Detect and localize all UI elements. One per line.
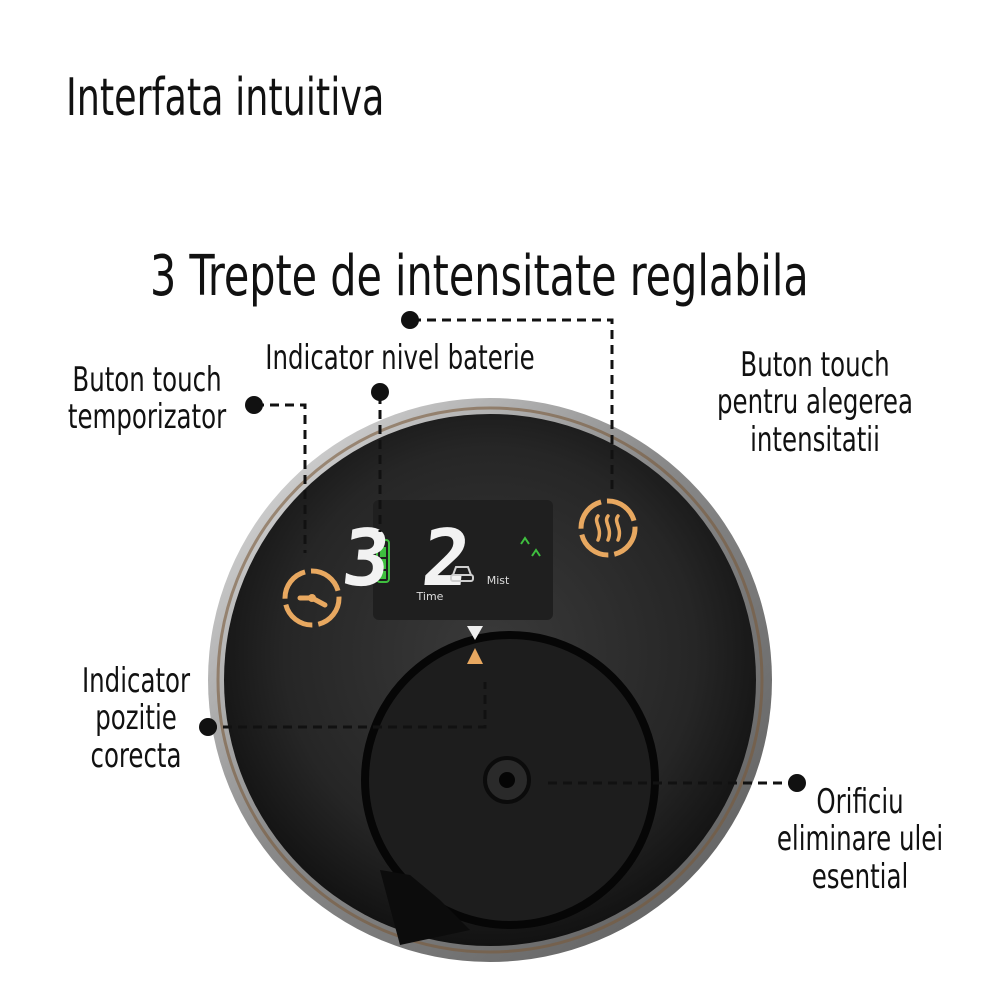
callout-position-line-1: Indicator [81, 661, 191, 701]
mist-level-icon [520, 536, 541, 557]
intensity-heading: 3 Trepte de intensitate reglabila [150, 244, 809, 309]
callout-intensity-line-3: intensitatii [750, 419, 880, 460]
callout-timer-line-2: temporizator [67, 397, 227, 438]
callout-battery-line-1: Indicator nivel baterie [265, 338, 535, 378]
callout-intensity-line-1: Buton touch [740, 345, 890, 385]
callout-intensity-line-2: pentru alegerea [716, 382, 913, 423]
time-digit: 3 [338, 513, 395, 604]
callout-battery-indicator: Indicator nivel baterie [264, 338, 536, 378]
dial-lower-shade [380, 870, 470, 945]
callout-position-indicator: Indicator pozitie corecta [72, 661, 200, 776]
page-title: Interfata intuitiva [66, 68, 385, 128]
callout-position-line-2: pozitie [95, 698, 177, 739]
clock-icon [297, 594, 328, 608]
callout-timer-line-1: Buton touch [72, 360, 222, 400]
mist-label: Mist [487, 574, 510, 587]
device-bronze-edge [216, 406, 764, 954]
time-label: Time [416, 590, 444, 603]
intensity-button-ring [578, 498, 638, 558]
callout-oil-hole: Orificiu eliminare ulei esential [772, 782, 948, 897]
callout-lines [208, 318, 796, 785]
car-icon [450, 566, 474, 582]
timer-button[interactable] [282, 568, 342, 628]
intensity-button[interactable] [578, 498, 638, 558]
position-indicator-icon [467, 626, 483, 664]
mist-digit: 2 [418, 513, 475, 604]
display-panel [373, 500, 553, 620]
callout-timer-button: Buton touch temporizator [63, 360, 231, 438]
waves-icon [594, 514, 622, 542]
callout-oil-line-3: esential [811, 856, 909, 897]
callout-position-line-3: corecta [90, 735, 182, 776]
callout-intensity-button: Buton touch pentru alegerea intensitatii [715, 345, 915, 460]
callout-oil-line-2: eliminare ulei [776, 819, 944, 860]
oil-outlet-hole [483, 756, 531, 804]
timer-button-ring [282, 568, 342, 628]
callout-dots [199, 311, 806, 792]
callout-oil-line-1: Orificiu [816, 782, 904, 822]
battery-icon [376, 539, 390, 583]
